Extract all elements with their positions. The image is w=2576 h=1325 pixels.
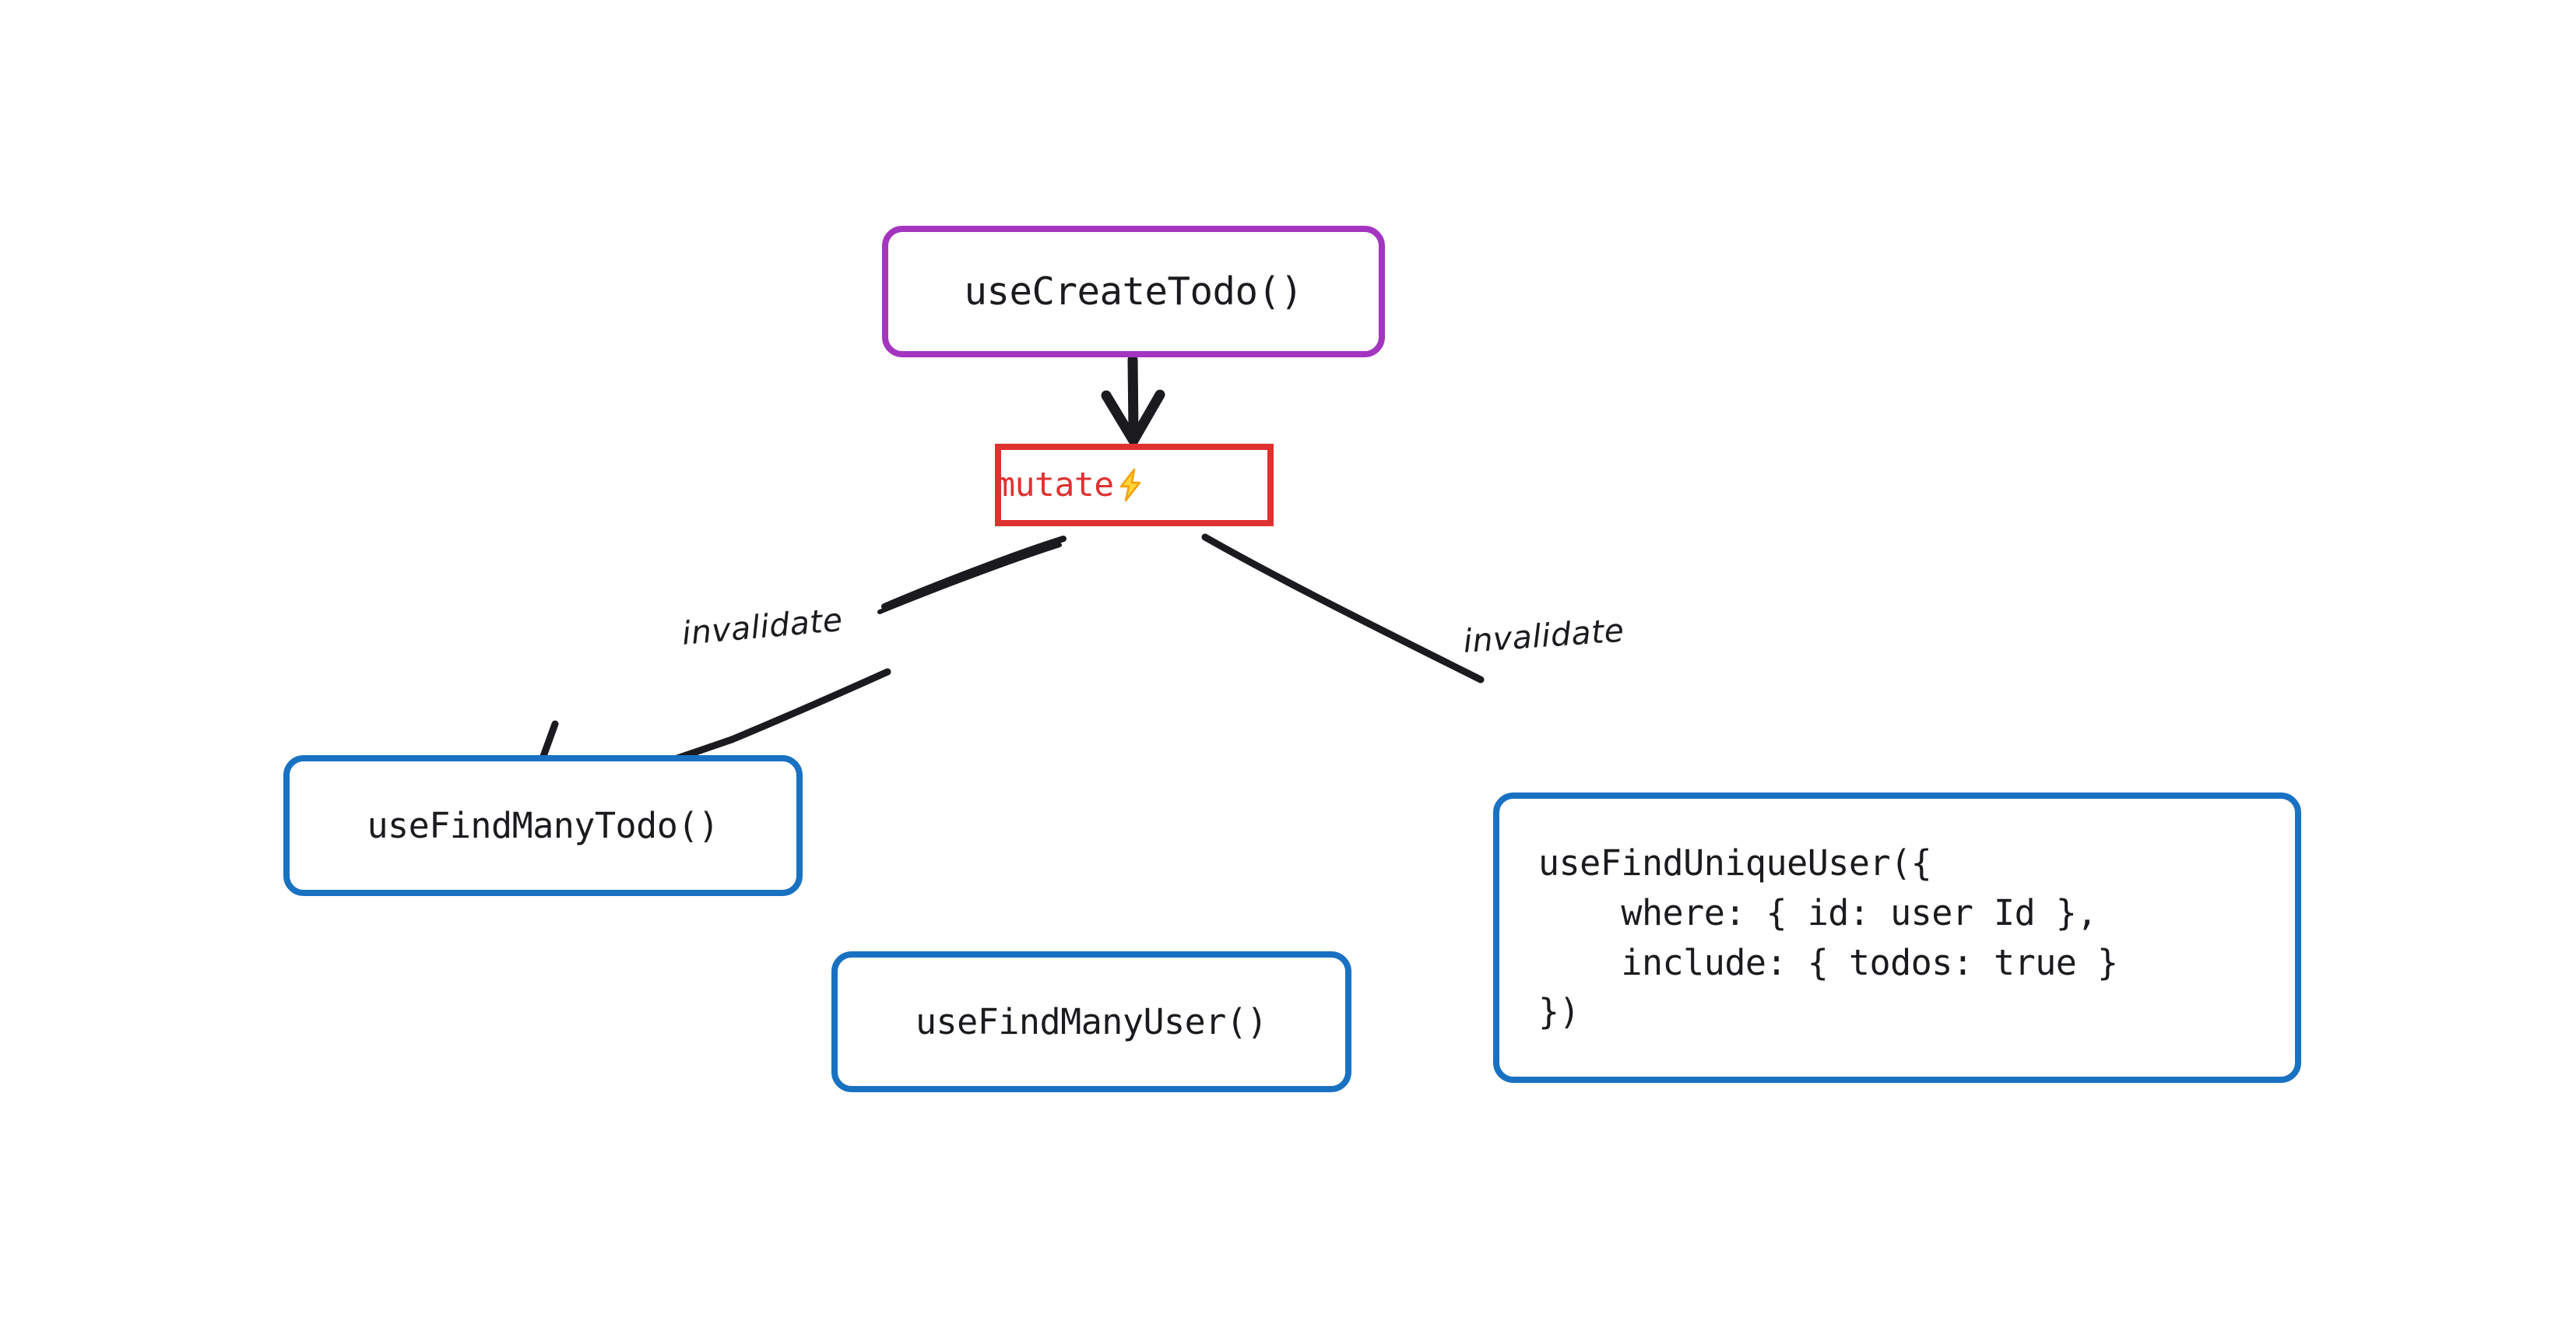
node-mutate-text: mutate <box>995 401 1273 569</box>
edge-label-invalidate-left: invalidate <box>680 600 845 652</box>
node-mutate[interactable]: mutate <box>995 444 1274 526</box>
node-use-find-many-user[interactable]: useFindManyUser() <box>831 951 1351 1092</box>
node-use-create-todo[interactable]: useCreateTodo() <box>882 226 1385 357</box>
node-use-find-many-todo[interactable]: useFindManyTodo() <box>283 755 803 896</box>
node-use-create-todo-label: useCreateTodo() <box>964 269 1303 314</box>
node-use-find-unique-user-label: useFindUniqueUser({ where: { id: user Id… <box>1538 842 2118 1033</box>
edge-label-invalidate-right: invalidate <box>1462 611 1625 660</box>
node-mutate-label: mutate <box>995 466 1114 504</box>
node-use-find-many-todo-label: useFindManyTodo() <box>367 805 719 846</box>
node-use-find-many-user-label: useFindManyUser() <box>915 1001 1268 1042</box>
lightning-bolt-icon <box>1116 401 1274 569</box>
node-use-find-unique-user[interactable]: useFindUniqueUser({ where: { id: user Id… <box>1493 793 2301 1083</box>
